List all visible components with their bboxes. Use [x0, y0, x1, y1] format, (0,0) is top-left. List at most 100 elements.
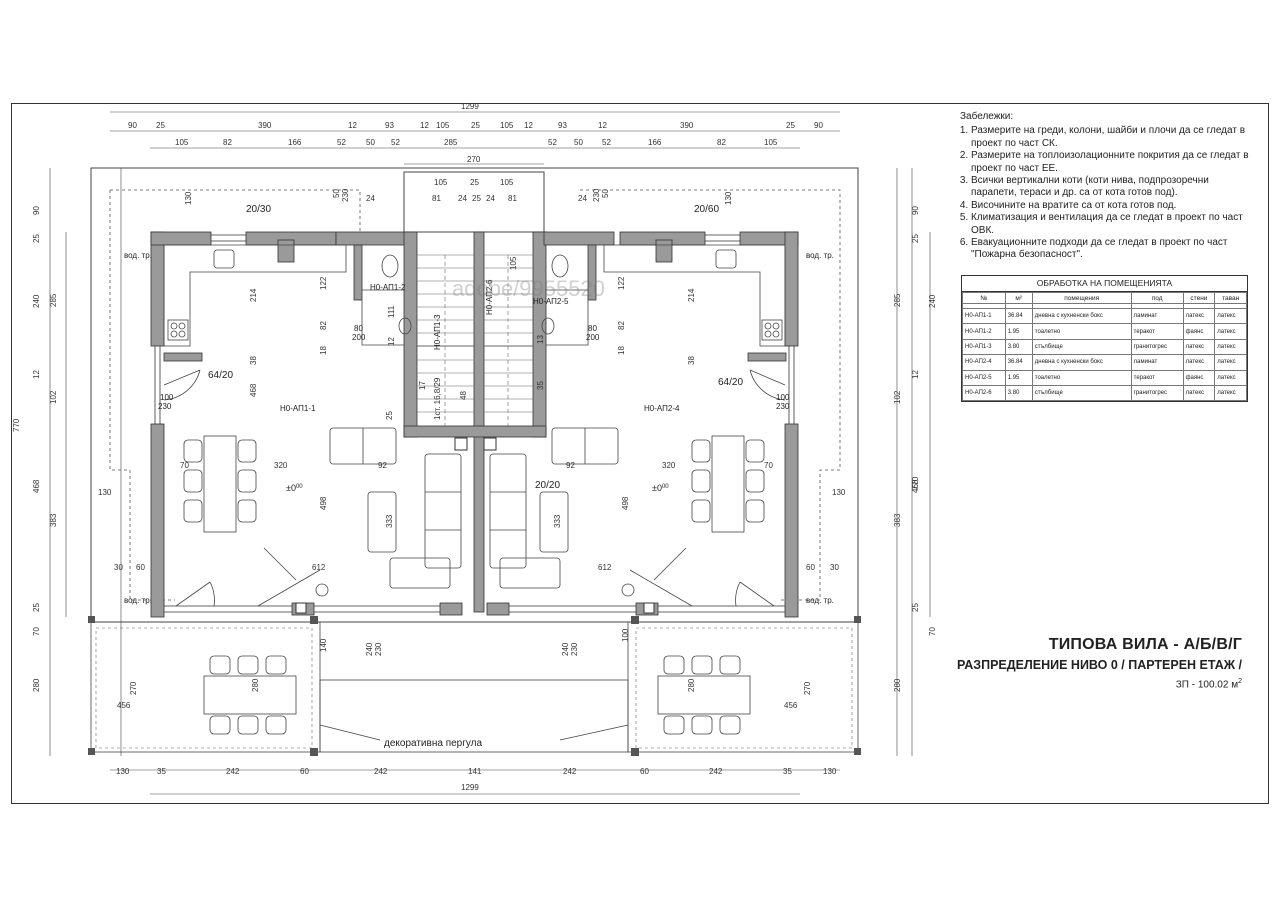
- inner-dim-r23: 230: [570, 642, 579, 656]
- inner-dim-26: 60: [136, 563, 145, 572]
- dim-stair-sub-2: 25: [472, 194, 481, 203]
- inner-dim-27: 111: [387, 305, 396, 318]
- terrace-table-left: [203, 655, 297, 735]
- dim-top-row1-12: 390: [680, 121, 694, 130]
- dim-stair-sub-4: 81: [508, 194, 517, 203]
- door-label-100-l: 100: [160, 393, 174, 402]
- inner-dim-r19: 270: [803, 681, 812, 695]
- sofa-left: [329, 427, 462, 569]
- dim-right-inner-1: 102: [893, 390, 902, 404]
- dim-left-0: 90: [32, 206, 41, 215]
- inner-dim-r15: 333: [553, 514, 562, 528]
- room-label-l1: Н0-АП1-1: [280, 404, 316, 413]
- dim-top-row2-2: 166: [288, 138, 302, 147]
- cell: 36.84: [1004, 307, 1033, 325]
- cell: ламинат: [1130, 354, 1184, 371]
- notes-title: Забележки:: [960, 111, 1014, 122]
- dim-top-row2-4: 50: [366, 138, 375, 147]
- cell: теракот: [1130, 369, 1184, 386]
- cell: латекс: [1182, 338, 1216, 356]
- terrace-left-outline: [90, 621, 321, 753]
- column-label-mr: 64/20: [718, 377, 743, 388]
- dim-right-2: 240: [928, 294, 937, 308]
- header-room: помещения: [1031, 292, 1132, 304]
- inner-dim-r18: 456: [784, 701, 798, 710]
- inner-dim-4: 214: [249, 288, 258, 302]
- dim-top-row2-12: 105: [764, 138, 778, 147]
- dim-top-row1-0: 90: [128, 121, 137, 130]
- dim-stair-sub-0: 81: [432, 194, 441, 203]
- dim-right-3: 12: [911, 370, 920, 379]
- inner-dim-13: 612: [312, 563, 326, 572]
- cell: латекс: [1182, 384, 1216, 402]
- dim-stair-sub-1: 24: [458, 194, 467, 203]
- inner-dim-18: 456: [117, 701, 131, 710]
- room-label-l2: Н0-АП1-2: [370, 283, 406, 292]
- inner-dim-1: 50: [332, 189, 341, 198]
- cell: Н0-АП1-1: [962, 307, 1006, 325]
- inner-dim-r2: 230: [592, 188, 601, 202]
- dim-right-7: 280: [893, 678, 902, 692]
- inner-dim-r16: 92: [566, 461, 575, 470]
- inner-dim-r13: 612: [598, 563, 612, 572]
- note-item: Всички вертикални коти (коти нива, подпр…: [971, 175, 1257, 200]
- cell: гранитогрес: [1130, 384, 1184, 402]
- toilet-icon: [381, 254, 569, 335]
- dim-left-5: 25: [32, 603, 41, 612]
- inner-dim-21: 140: [319, 638, 328, 652]
- kitchen-counters: [163, 244, 786, 347]
- sofa-right: [389, 427, 619, 589]
- dashed-outline-left: [109, 189, 361, 601]
- dim-top-row1-9: 12: [524, 121, 533, 130]
- dim-top-row2-5: 52: [391, 138, 400, 147]
- cell: тоалетно: [1031, 369, 1132, 386]
- inner-dim-3: 24: [366, 194, 375, 203]
- drawing-subtitle: РАЗПРЕДЕЛЕНИЕ НИВО 0 / ПАРТЕРЕН ЕТАЖ /: [956, 658, 1242, 672]
- inner-dim-r4: 214: [687, 288, 696, 302]
- dim-top-row2-1: 82: [223, 138, 232, 147]
- level-mark-left: ±000: [286, 483, 303, 493]
- dim-right-5: 25: [911, 603, 920, 612]
- wc-wall-right: [546, 289, 589, 346]
- dim-left-inner-1: 102: [49, 390, 58, 404]
- room-label-r4: Н0-АП2-4: [644, 404, 680, 413]
- dim-overall-bottom: 1299: [461, 783, 479, 792]
- dim-bottom-4: 242: [374, 767, 388, 776]
- built-area-value: ЗП - 100.02: [1175, 679, 1229, 691]
- dim-top-row2-7: 52: [548, 138, 557, 147]
- dim-right-4: 468: [911, 479, 920, 493]
- door-label-230-l: 230: [158, 402, 172, 411]
- header-area: м²: [1004, 292, 1033, 304]
- inner-dim-r26: 60: [806, 563, 815, 572]
- inner-dim-r8: 38: [687, 356, 696, 365]
- dim-top-row1-8: 105: [500, 121, 514, 130]
- dim-top-row2-8: 50: [574, 138, 583, 147]
- inner-dim-11: 70: [180, 461, 189, 470]
- header-walls: стени: [1182, 292, 1216, 304]
- burner-icon-right: [764, 322, 780, 338]
- dim-right-inner-2: 383: [893, 513, 902, 527]
- header-floor: под: [1130, 292, 1184, 304]
- cell: гранитогрес: [1130, 338, 1184, 356]
- inner-dim-25: 30: [114, 563, 123, 572]
- dim-left-7: 280: [32, 678, 41, 692]
- dim-bottom-3: 60: [300, 767, 309, 776]
- note-item: Височините на вратите са от кота готов п…: [971, 200, 1257, 212]
- cell: латекс: [1182, 307, 1216, 325]
- cell: 1.95: [1004, 323, 1033, 340]
- cell: латекс: [1182, 354, 1216, 371]
- burner-icon-left: [170, 322, 186, 338]
- site-outline: [90, 167, 859, 623]
- inner-dim-r11: 70: [764, 461, 773, 470]
- column-label-tr: 20/60: [694, 204, 719, 215]
- cell: латекс: [1214, 323, 1247, 340]
- cell: фаянс: [1182, 369, 1216, 386]
- inner-dim-23: 230: [374, 642, 383, 656]
- inner-dim-28: 12: [387, 337, 396, 346]
- inner-dim-16: 92: [378, 461, 387, 470]
- column-label-ml: 64/20: [208, 370, 233, 381]
